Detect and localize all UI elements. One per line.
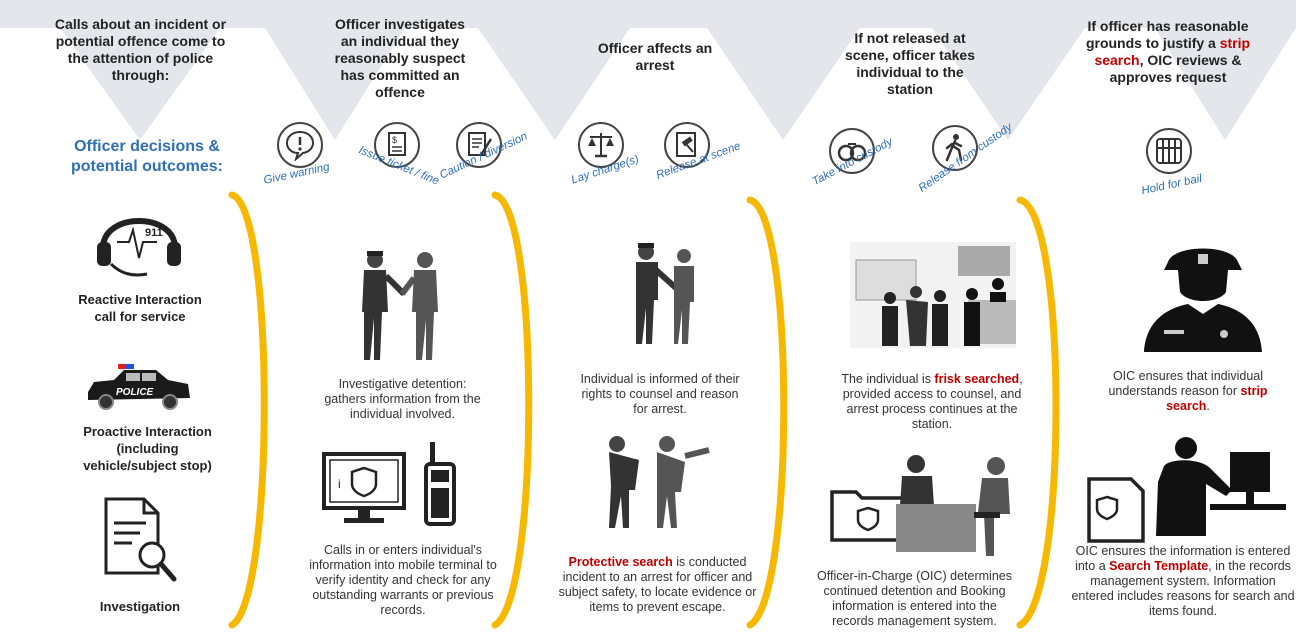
col3-text-2-red: Protective search — [568, 555, 673, 569]
col5-text-1: OIC ensures that individual understands … — [1092, 369, 1284, 414]
stage-heading-5: If officer has reasonable grounds to jus… — [1078, 18, 1258, 86]
bracket-3 — [746, 196, 788, 629]
gavel-document-icon — [676, 132, 696, 157]
protective-search-figure — [609, 436, 710, 528]
svg-text:i: i — [338, 477, 341, 491]
stage-heading-4: If not released at scene, officer takes … — [845, 30, 975, 97]
outcomes-title: Officer decisions & potential outcomes: — [70, 138, 223, 175]
stage-heading-1: Calls about an incident or potential off… — [54, 16, 227, 83]
svg-text:$: $ — [392, 135, 397, 145]
source-proactive-label: Proactive Interaction (including vehicle… — [83, 424, 212, 473]
col4-text-1-post: , provided access to counsel, and arrest… — [842, 372, 1023, 431]
stage-heading-3: Officer affects an arrest — [597, 40, 713, 73]
stage-heading-5-pre: If officer has reasonable grounds to jus… — [1085, 18, 1249, 51]
col5-text-2-pre: OIC ensures the information is entered i… — [1075, 544, 1291, 573]
outcome-caution-diversion — [456, 122, 502, 168]
col3-text-2: Protective search is conducted incident … — [555, 555, 760, 615]
col4-text-2: Officer-in-Charge (OIC) determines conti… — [817, 569, 1012, 628]
outcome-hold-for-bail — [1146, 128, 1192, 174]
headset-911-text: 911 — [145, 227, 163, 239]
col2-text-1: Investigative detention: gathers informa… — [324, 377, 481, 421]
outcome-give-warning — [277, 122, 323, 168]
bracket-1 — [228, 191, 268, 629]
scales-icon — [588, 133, 614, 158]
outcome-release-at-scene — [664, 122, 710, 168]
booking-desk-figure — [896, 455, 1010, 556]
outcome-release-from-custody — [932, 125, 978, 171]
walking-person-icon — [945, 134, 963, 162]
outcome-lay-charges — [578, 122, 624, 168]
document-search-icon — [104, 497, 177, 582]
police-car-text: POLICE — [116, 387, 154, 398]
source-reactive-label: Reactive Interaction call for service — [78, 292, 202, 324]
officer-questioning-figure — [362, 251, 438, 360]
arrest-figure — [636, 243, 694, 344]
computer-worker-figure — [1156, 437, 1286, 536]
col2-text-2: Calls in or enters individual's informat… — [309, 543, 497, 617]
source-investigation-label: Investigation — [99, 599, 181, 614]
col5-text-2-post: , in the records management system. Info… — [1071, 559, 1295, 618]
col3-text-2-rest: is conducted incident to an arrest for o… — [558, 555, 757, 614]
handcuffs-icon — [837, 143, 867, 162]
computer-monitor-icon: i — [322, 452, 406, 523]
outcome-take-into-custody — [829, 128, 875, 174]
headset-911-icon: 911 — [97, 218, 181, 277]
radio-icon — [424, 442, 456, 526]
ticket-icon: $ — [388, 132, 406, 156]
bracket-2 — [491, 191, 533, 629]
col3-text-1: Individual is informed of their rights t… — [580, 372, 740, 416]
col5-text-2-red: Search Template — [1109, 559, 1209, 573]
stage-heading-2: Officer investigates an individual they … — [334, 16, 466, 100]
stage-heading-5-post: , OIC reviews & approves request — [1109, 52, 1242, 85]
header-banner — [0, 0, 1296, 140]
station-frisk-figure — [850, 242, 1016, 348]
col4-text-1: The individual is frisk searched, provid… — [832, 372, 1032, 432]
speech-warning-icon — [285, 130, 315, 161]
col5-text-1-pre: OIC ensures that individual understands … — [1108, 369, 1264, 398]
col5-text-1-red: strip search — [1166, 384, 1268, 413]
police-car-icon: POLICE — [88, 364, 190, 410]
bracket-4 — [1016, 196, 1060, 629]
officer-portrait-figure — [1144, 248, 1262, 352]
document-badge-icon — [1087, 477, 1145, 543]
jail-cell-icon — [1156, 138, 1182, 164]
col5-text-2: OIC ensures the information is entered i… — [1070, 544, 1296, 619]
caution-document-icon — [468, 132, 493, 156]
col5-text-1-post: . — [1206, 399, 1210, 413]
col4-text-1-pre: The individual is — [841, 372, 935, 386]
outcome-issue-ticket: $ — [374, 122, 420, 168]
stage-heading-5-red: strip search — [1094, 35, 1251, 68]
col4-text-1-red: frisk searched — [934, 372, 1020, 386]
